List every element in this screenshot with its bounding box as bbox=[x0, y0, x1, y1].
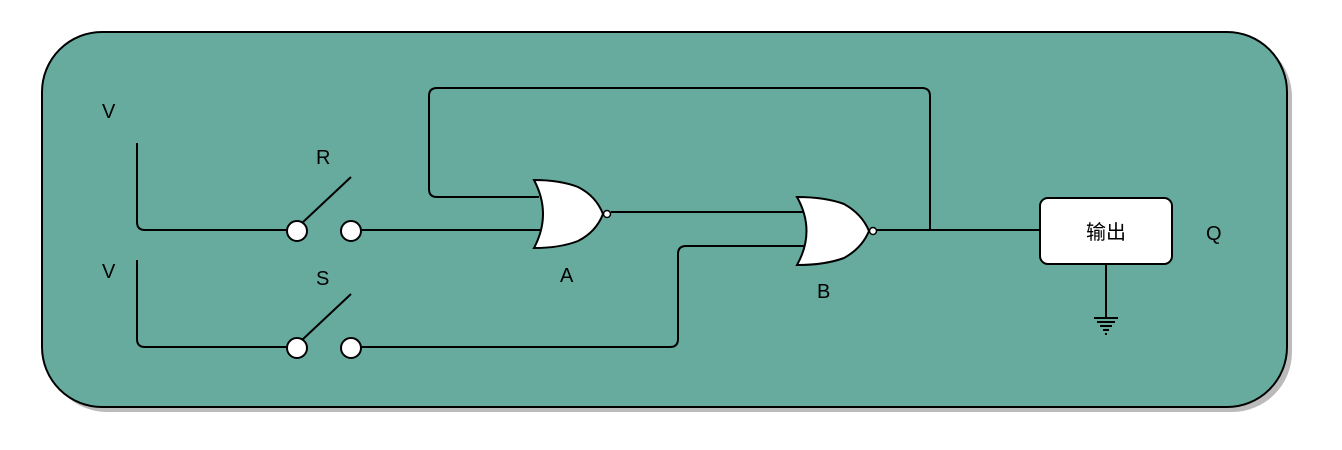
nor-gate-icon bbox=[795, 195, 871, 267]
voltage-label-bottom: V bbox=[102, 261, 116, 283]
switch-s-left-terminal bbox=[286, 337, 308, 359]
wire-feedback-loop bbox=[428, 87, 931, 230]
output-q-label: Q bbox=[1206, 223, 1222, 245]
gate-a-label: A bbox=[560, 265, 574, 287]
gate-a-output-bubble bbox=[602, 209, 612, 219]
switch-r-right-terminal bbox=[340, 220, 362, 242]
switch-r-lever bbox=[301, 176, 352, 224]
switch-s-label: S bbox=[316, 268, 329, 290]
ground-icon bbox=[1094, 317, 1118, 335]
output-box-rect bbox=[1039, 197, 1173, 265]
gate-b bbox=[795, 195, 878, 267]
voltage-label-top: V bbox=[102, 101, 116, 123]
switch-s[interactable] bbox=[286, 293, 362, 359]
wire-switch-s-to-gate-b bbox=[361, 245, 805, 348]
gate-b-output-bubble bbox=[868, 226, 878, 236]
switch-r-left-terminal bbox=[286, 220, 308, 242]
output-box-label: 输出 bbox=[1086, 221, 1126, 244]
gate-a bbox=[532, 178, 612, 250]
nor-gate-icon bbox=[532, 178, 605, 250]
switch-r[interactable] bbox=[286, 176, 362, 242]
wire-v-top-to-switch-r bbox=[136, 143, 287, 231]
panel-background bbox=[41, 31, 1288, 408]
gate-b-label: B bbox=[817, 281, 830, 303]
switch-s-right-terminal bbox=[340, 337, 362, 359]
switch-r-label: R bbox=[316, 147, 330, 169]
switch-s-lever bbox=[301, 293, 352, 341]
output-box: 输出 bbox=[1039, 197, 1173, 265]
wire-v-bottom-to-switch-s bbox=[136, 260, 287, 348]
